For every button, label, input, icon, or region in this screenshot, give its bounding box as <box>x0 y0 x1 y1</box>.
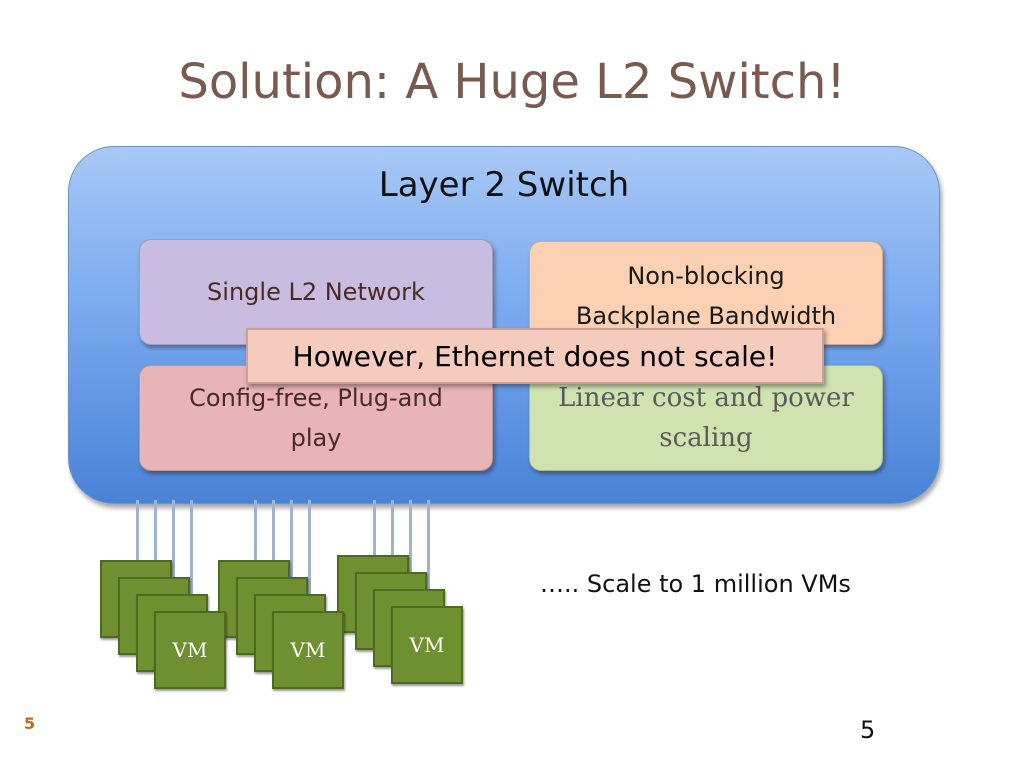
feature-label: Single L2 Network <box>207 278 425 306</box>
feature-label: Linear cost and power scaling <box>558 383 854 453</box>
slide-number-left: 5 <box>24 714 36 733</box>
vm-link-wire <box>427 500 430 606</box>
vm-link-wire <box>409 500 412 589</box>
vm-link-wire <box>391 500 394 572</box>
vm-box: VM <box>118 577 190 655</box>
vm-box: VM <box>272 611 344 689</box>
vm-link-wire <box>172 500 175 594</box>
vm-link-wire <box>254 500 257 560</box>
scale-caption: ….. Scale to 1 million VMs <box>540 570 851 598</box>
vm-box: VM <box>254 594 326 672</box>
vm-link-wire <box>308 500 311 611</box>
vm-box: VM <box>373 589 445 667</box>
ethernet-callout: However, Ethernet does not scale! <box>246 328 824 384</box>
feature-label: Config-free, Plug-and play <box>189 384 443 452</box>
vm-box: VM <box>391 606 463 684</box>
vm-box: VM <box>218 560 290 638</box>
vm-box: VM <box>154 611 226 689</box>
vm-box: VM <box>355 572 427 650</box>
vm-link-wire <box>290 500 293 594</box>
vm-link-wire <box>154 500 157 577</box>
vm-box: VM <box>337 555 409 633</box>
layer2-switch-box: Layer 2 Switch Single L2 Network Non-blo… <box>68 146 940 504</box>
vm-box: VM <box>136 594 208 672</box>
vm-box: VM <box>100 560 172 638</box>
feature-single-l2-network: Single L2 Network <box>139 239 493 345</box>
slide-number-right: 5 <box>860 716 876 744</box>
feature-nonblocking-bandwidth: Non-blocking Backplane Bandwidth <box>529 241 883 345</box>
feature-label: Non-blocking Backplane Bandwidth <box>575 262 837 330</box>
vm-box: VM <box>236 577 308 655</box>
vm-link-wire <box>136 500 139 560</box>
vm-link-wire <box>272 500 275 577</box>
switch-title: Layer 2 Switch <box>378 165 630 205</box>
vm-link-wire <box>373 500 376 555</box>
slide-title: Solution: A Huge L2 Switch! <box>178 54 846 110</box>
vm-link-wire <box>190 500 193 611</box>
